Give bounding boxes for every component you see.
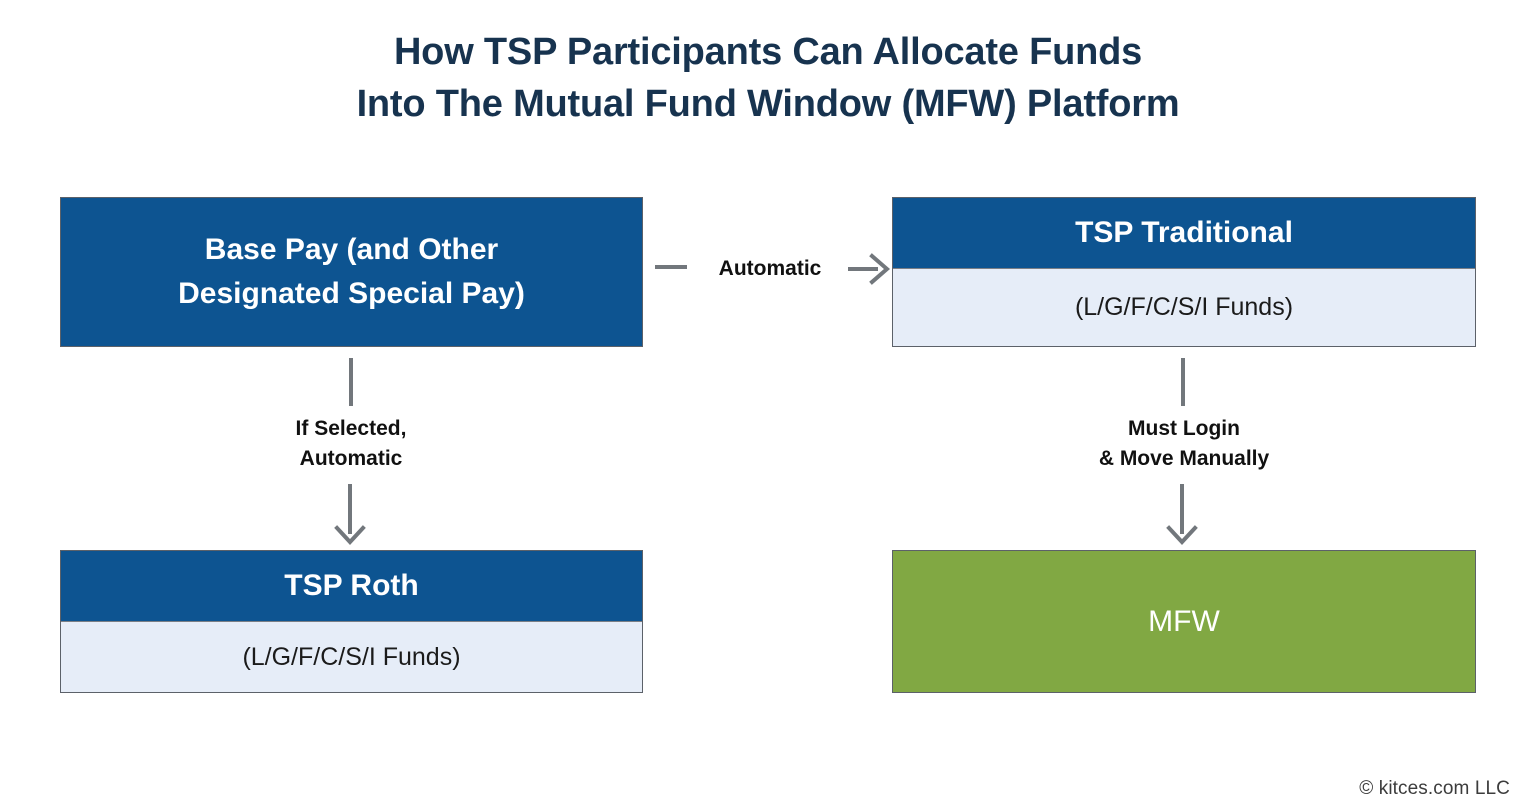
connector-roth-line-top [349, 358, 353, 406]
connector-roth-label-line-1: If Selected, [295, 417, 407, 440]
connector-mfw-label-line-1: Must Login [1128, 417, 1240, 440]
copyright-footer: © kitces.com LLC [1359, 778, 1510, 799]
connector-automatic-dash [655, 265, 687, 269]
connector-mfw-label: Must Login & Move Manually [1074, 414, 1294, 474]
page-title-line-1: How TSP Participants Can Allocate Funds [393, 31, 1143, 73]
page-title-line-2: Into The Mutual Fund Window (MFW) Platfo… [356, 83, 1180, 125]
arrow-right-icon [848, 253, 891, 285]
box-tsp-roth-body: (L/G/F/C/S/I Funds) [61, 622, 642, 692]
connector-automatic-label: Automatic [718, 257, 822, 280]
box-mfw-label: MFW [1148, 604, 1220, 638]
connector-mfw-label-line-2: & Move Manually [1098, 447, 1270, 470]
connector-mfw-line-top [1181, 358, 1185, 406]
arrow-down-icon [1166, 484, 1198, 545]
box-mfw: MFW [892, 550, 1476, 693]
box-tsp-traditional-header: TSP Traditional [893, 198, 1475, 269]
box-base-pay: Base Pay (and Other Designated Special P… [60, 197, 643, 347]
box-base-pay-header-line-1: Base Pay (and Other [204, 233, 499, 266]
connector-roth-label-line-2: Automatic [299, 447, 403, 470]
box-tsp-traditional: TSP Traditional (L/G/F/C/S/I Funds) [892, 197, 1476, 347]
box-tsp-traditional-body: (L/G/F/C/S/I Funds) [893, 269, 1475, 346]
arrow-down-icon [334, 484, 366, 545]
box-base-pay-header-line-2: Designated Special Pay) [178, 277, 525, 310]
box-tsp-roth-header: TSP Roth [61, 551, 642, 622]
connector-roth-label: If Selected, Automatic [251, 414, 451, 474]
box-tsp-roth: TSP Roth (L/G/F/C/S/I Funds) [60, 550, 643, 693]
page-title: How TSP Participants Can Allocate Funds … [0, 26, 1536, 130]
box-base-pay-header: Base Pay (and Other Designated Special P… [61, 198, 642, 346]
